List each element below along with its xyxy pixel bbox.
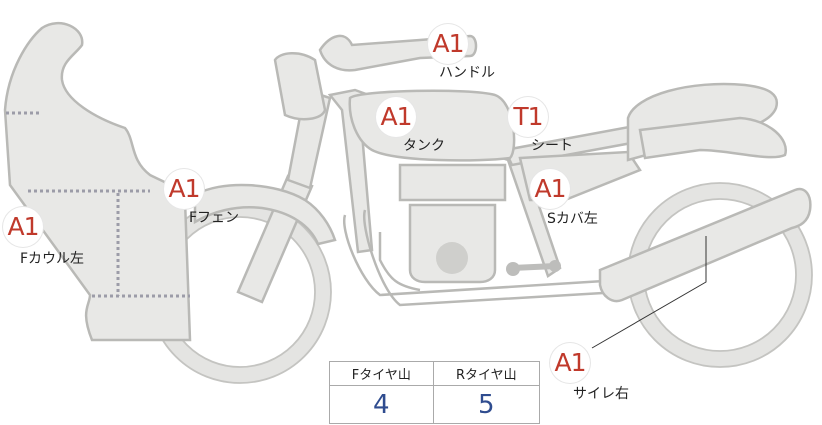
marker-silencer: A1 [550,343,590,383]
front-tire-tread-header: Fタイヤ山 [329,361,434,386]
silencer [598,187,812,303]
exhaust-pipe-1 [342,214,621,297]
silencer-leader-line [591,236,707,349]
label-side-cover: Sカバ左 [547,211,598,227]
marker-side-cover: A1 [530,169,570,209]
rear-tire-tread-value: 5 [432,385,541,424]
rear-tire-tread-header: Rタイヤ山 [432,361,541,386]
seat-tail [638,116,787,160]
engine-cover [436,242,468,274]
label-seat: シート [531,138,573,154]
label-handlebar: ハンドル [439,65,495,81]
tread-table-header-row: Fタイヤ山 Rタイヤ山 [329,361,541,386]
brake-pedal [506,260,561,276]
exhaust-pipe-2 [362,209,621,307]
tire-tread-table: Fタイヤ山 Rタイヤ山 4 5 [329,361,541,424]
front-cowl [3,22,192,342]
marker-front-fender: A1 [164,169,204,209]
front-fender [193,183,337,246]
label-tank: タンク [403,138,445,154]
marker-seat: T1 [508,97,548,137]
marker-tank: A1 [376,97,416,137]
label-front-cowl: Fカウル左 [20,251,85,267]
engine-head [398,163,507,202]
tread-table-value-row: 4 5 [329,385,541,424]
marker-front-cowl: A1 [3,207,43,247]
marker-handlebar: A1 [428,24,468,64]
front-tire-tread-value: 4 [329,385,434,424]
exhaust-pipe-3 [378,232,421,292]
label-front-fender: Fフェン [189,210,240,226]
headlight [273,52,327,121]
label-silencer: サイレ右 [573,386,629,402]
